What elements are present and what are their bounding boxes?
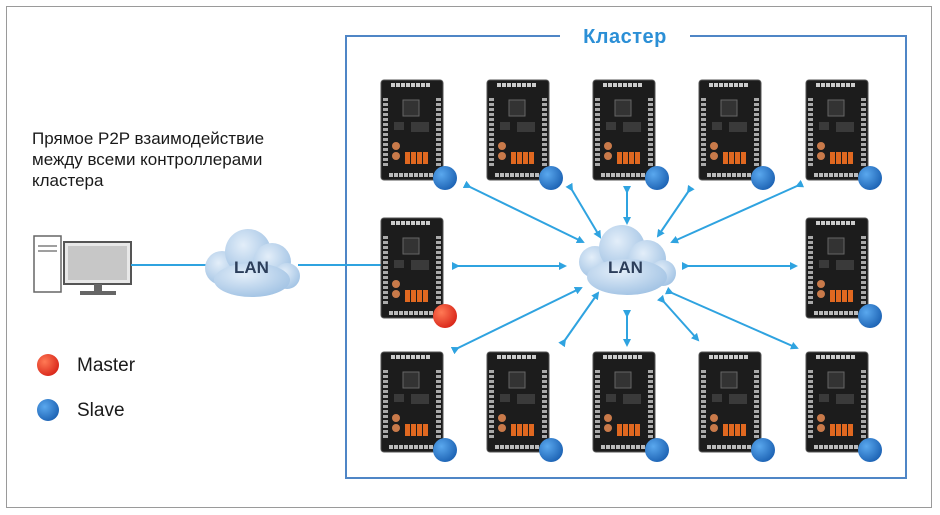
slave-indicator xyxy=(433,438,457,462)
controller-board xyxy=(592,351,656,453)
slave-indicator xyxy=(645,166,669,190)
description-line-2: между всеми контроллерами xyxy=(32,150,263,169)
computer-icon xyxy=(33,235,132,295)
cluster-title: Кластер xyxy=(560,26,690,49)
controller-board xyxy=(380,79,444,181)
description-text: Прямое P2P взаимодействие между всеми ко… xyxy=(32,128,322,191)
controller-board xyxy=(698,79,762,181)
lan-cloud-center xyxy=(579,225,676,295)
controller-board xyxy=(380,351,444,453)
controller-board xyxy=(486,351,550,453)
description-line-1: Прямое P2P взаимодействие xyxy=(32,129,265,148)
slave-indicator xyxy=(433,166,457,190)
diagram-frame xyxy=(6,6,932,508)
controller-board xyxy=(698,351,762,453)
controller-board xyxy=(805,217,869,319)
slave-indicator xyxy=(751,166,775,190)
legend-slave-dot xyxy=(37,399,59,421)
controller-board xyxy=(486,79,550,181)
controller-board xyxy=(592,79,656,181)
slave-indicator xyxy=(645,438,669,462)
controller-board xyxy=(805,351,869,453)
slave-indicator xyxy=(751,438,775,462)
slave-indicator xyxy=(858,166,882,190)
p2p-arrows xyxy=(450,179,805,355)
controller-board xyxy=(805,79,869,181)
lan-label-center: LAN xyxy=(608,258,643,277)
lan-label-left: LAN xyxy=(234,258,269,277)
slave-indicator xyxy=(858,304,882,328)
slave-indicator xyxy=(539,438,563,462)
legend-slave-label: Slave xyxy=(77,400,125,421)
legend-master-label: Master xyxy=(77,355,136,376)
legend-master-dot xyxy=(37,354,59,376)
description-line-3: кластера xyxy=(32,171,104,190)
slave-indicator xyxy=(858,438,882,462)
lan-cloud-left xyxy=(205,229,300,297)
controller-board xyxy=(380,217,444,319)
slave-indicator xyxy=(539,166,563,190)
master-indicator xyxy=(433,304,457,328)
